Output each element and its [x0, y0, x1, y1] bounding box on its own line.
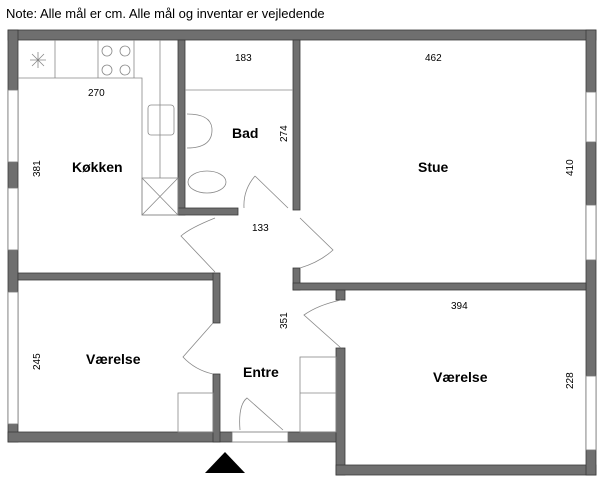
bath-fixtures: [185, 89, 293, 209]
room-label-living: Stue: [418, 159, 449, 175]
bedroom-right-height: 228: [565, 372, 576, 389]
room-label-kitchen: Køkken: [72, 159, 123, 175]
bedroom-left-height: 245: [32, 353, 43, 370]
bath-width: 183: [235, 53, 252, 64]
kitchen-height: 381: [32, 160, 43, 177]
room-label-bedroom-left: Værelse: [86, 351, 141, 367]
bath-height: 274: [279, 125, 290, 142]
room-label-bath: Bad: [232, 125, 258, 141]
kitchen-width: 270: [88, 88, 105, 99]
room-label-bedroom-right: Værelse: [433, 369, 488, 385]
living-width: 462: [425, 53, 442, 64]
entrance-width: 133: [252, 223, 269, 234]
entrance-height: 351: [279, 312, 290, 329]
living-height: 410: [565, 159, 576, 176]
doors: [177, 217, 342, 433]
room-label-entrance: Entre: [243, 364, 279, 380]
entrance-arrow: [205, 452, 245, 473]
disclaimer-note: Note: Alle mål er cm. Alle mål og invent…: [6, 6, 325, 21]
bedroom-right-width: 394: [451, 301, 468, 312]
kitchen-fixtures: [18, 40, 179, 216]
windows: [7, 89, 597, 451]
